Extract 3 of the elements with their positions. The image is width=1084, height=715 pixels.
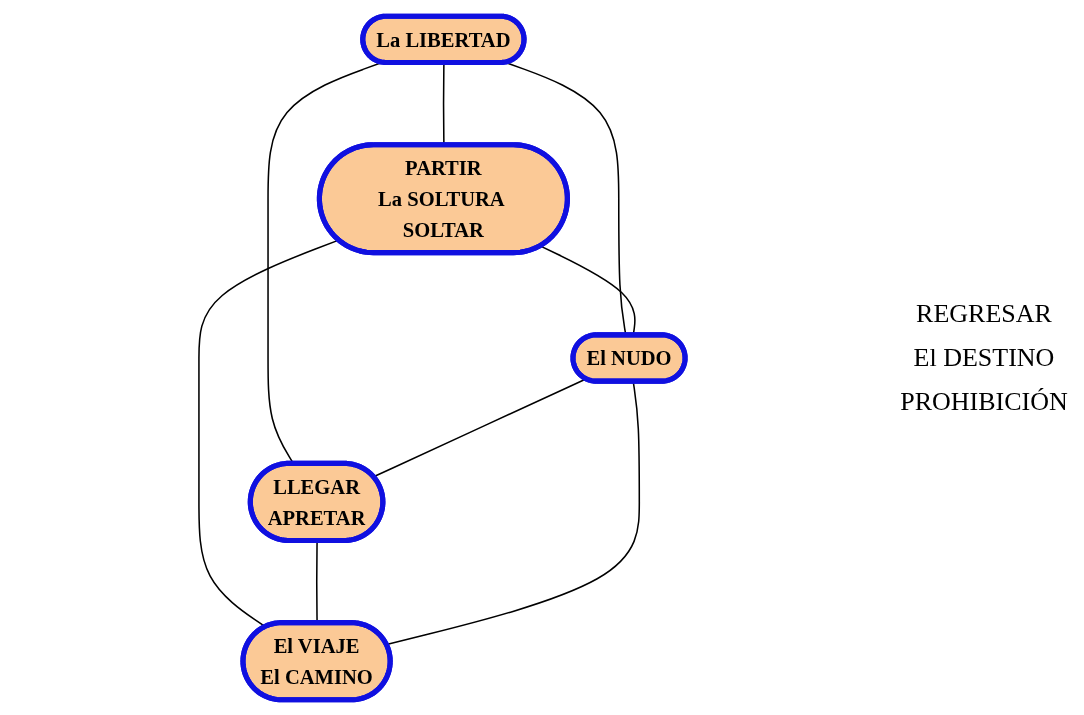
note-text: PROHIBICIÓN bbox=[900, 386, 1068, 417]
note-text: REGRESAR bbox=[916, 298, 1052, 329]
note-text: El DESTINO bbox=[913, 342, 1055, 373]
